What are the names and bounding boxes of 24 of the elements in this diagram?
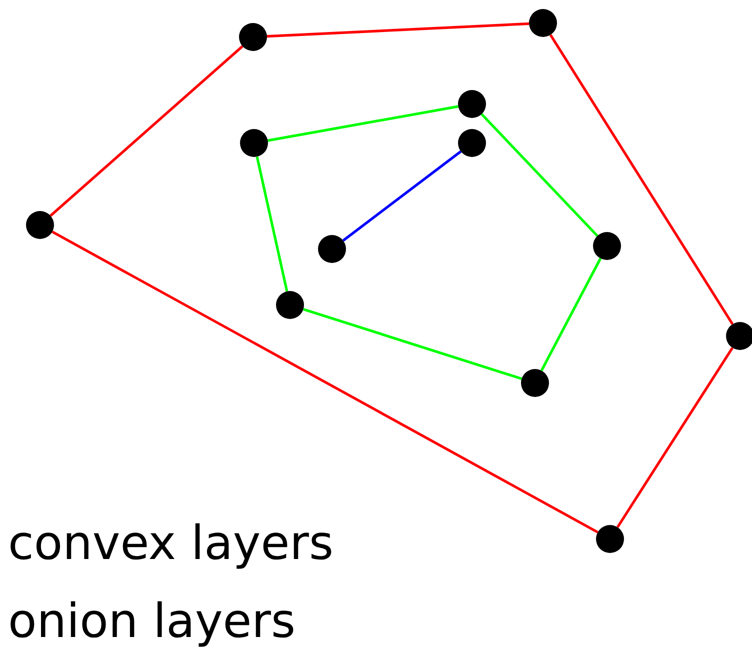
connector-line: [342, 150, 462, 242]
caption-text: onion layers: [8, 598, 296, 645]
connector-line: [302, 308, 522, 380]
connector-line: [268, 105, 458, 142]
point-dot: [239, 23, 267, 51]
connector-line: [616, 347, 734, 528]
point-dot: [458, 129, 486, 157]
point-dot: [529, 9, 557, 37]
connector-line: [540, 258, 602, 372]
point-dot: [318, 235, 346, 263]
connector-line: [266, 22, 530, 38]
point-dot: [240, 129, 268, 157]
connector-line: [256, 156, 288, 292]
point-dot: [521, 369, 549, 397]
point-dot: [276, 291, 304, 319]
connector-line: [50, 45, 244, 217]
point-dot: [596, 525, 624, 553]
point-dot: [593, 232, 621, 260]
point-dot: [26, 211, 54, 239]
caption-text: convex layers: [8, 520, 334, 567]
point-dot: [458, 90, 486, 118]
connector-line: [480, 113, 598, 237]
connector-line: [52, 230, 598, 534]
connector-line: [549, 34, 734, 325]
